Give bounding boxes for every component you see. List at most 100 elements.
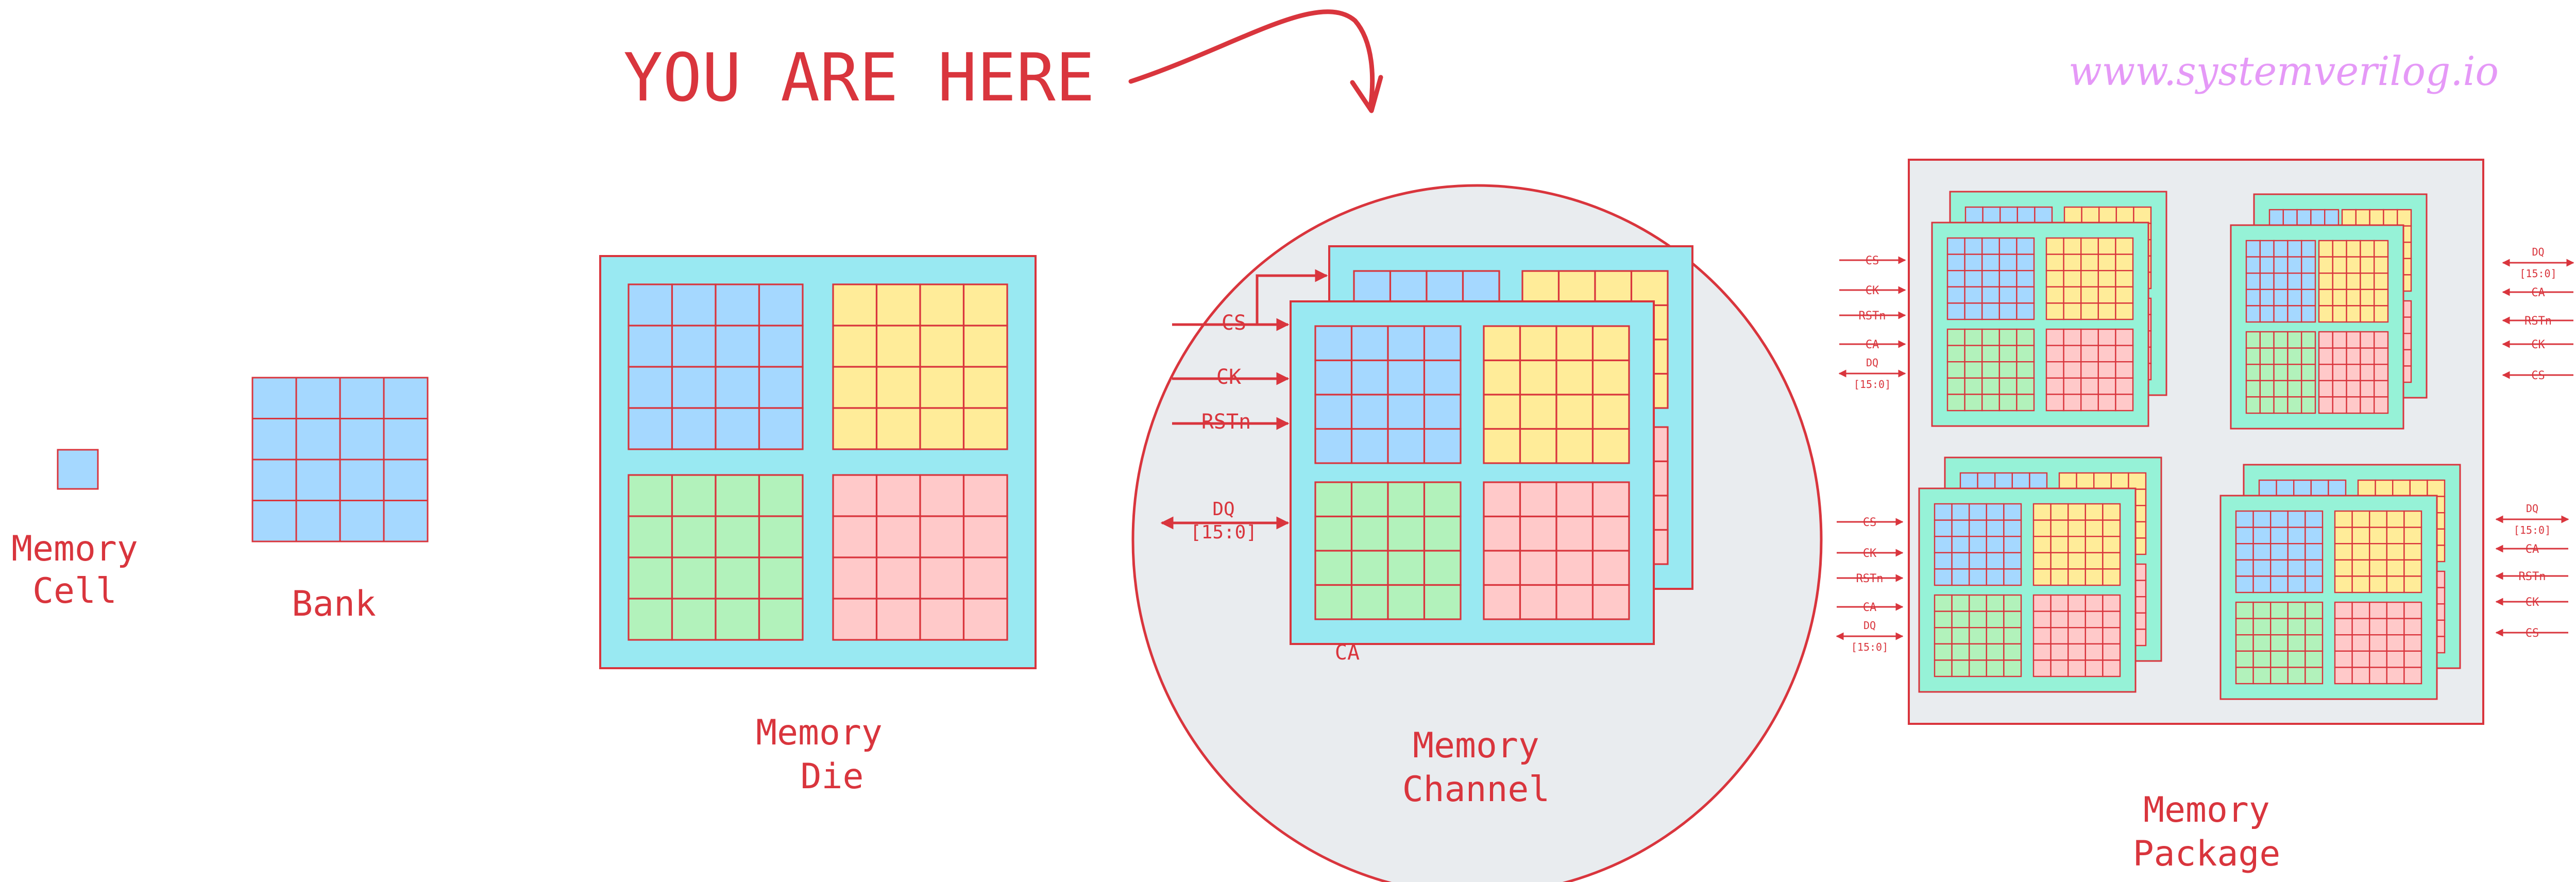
memory-cell <box>2235 618 2254 636</box>
memory-cell <box>1934 535 1953 553</box>
memory-cell <box>2067 535 2086 553</box>
channel-label-line1: Memory <box>1413 725 1539 766</box>
memory-cell <box>2360 256 2375 274</box>
memory-cell <box>2334 542 2353 561</box>
die-label-line2: Die <box>801 756 864 797</box>
memory-cell <box>2287 380 2302 398</box>
memory-cell <box>715 366 760 409</box>
memory-cell <box>1557 270 1596 307</box>
memory-cell <box>2270 634 2289 652</box>
memory-cell <box>2259 256 2275 274</box>
memory-cell <box>1968 594 1987 612</box>
memory-cell <box>1483 325 1521 362</box>
memory-cell <box>2115 253 2134 272</box>
memory-cell <box>1350 359 1389 396</box>
memory-cell <box>1350 515 1389 552</box>
memory-cell <box>1555 359 1594 396</box>
memory-cell <box>1986 594 2005 612</box>
memory-cell <box>2252 527 2272 545</box>
memory-cell <box>2016 377 2035 395</box>
package-die-4 <box>2230 224 2404 430</box>
memory-cell <box>1423 515 1462 552</box>
memory-cell <box>2016 270 2035 288</box>
memory-cell <box>2115 206 2134 224</box>
package-signal-label: [15:0] <box>1851 641 1888 653</box>
channel-die-front <box>1290 300 1655 645</box>
package-signal-label: RSTn <box>2524 315 2552 328</box>
memory-cell <box>1994 472 2013 490</box>
memory-cell <box>758 515 804 558</box>
memory-cell <box>2273 396 2289 414</box>
memory-cell <box>2360 380 2375 398</box>
memory-cell <box>1591 584 1630 620</box>
memory-cell <box>628 474 673 517</box>
memory-cell <box>758 283 804 327</box>
memory-cell <box>2102 594 2121 612</box>
memory-cell <box>1998 270 2018 288</box>
memory-cell <box>2270 601 2289 619</box>
memory-cell <box>2063 253 2082 272</box>
memory-cell <box>2369 618 2388 636</box>
memory-cell <box>1483 550 1521 586</box>
memory-cell <box>1350 394 1389 430</box>
memory-cell <box>2386 650 2405 668</box>
memory-cell <box>758 474 804 517</box>
memory-cell <box>2273 331 2289 349</box>
bank-blue <box>628 283 804 450</box>
memory-cell <box>2304 634 2324 652</box>
bank-yellow <box>832 283 1008 450</box>
memory-cell <box>1387 515 1426 552</box>
memory-cell <box>2301 380 2316 398</box>
memory-cell <box>2287 667 2306 685</box>
memory-cell <box>1594 270 1633 307</box>
memory-cell <box>2235 542 2254 561</box>
memory-cell <box>1389 270 1428 307</box>
memory-cell <box>2063 237 2082 255</box>
memory-cell <box>295 500 341 542</box>
memory-cell <box>1483 481 1521 518</box>
memory-cell <box>2003 643 2022 661</box>
memory-cell <box>2360 364 2375 382</box>
memory-cell <box>2270 510 2289 528</box>
memory-cell <box>2386 527 2405 545</box>
memory-cell <box>1946 345 1965 363</box>
memory-cell <box>2293 479 2312 497</box>
memory-cell <box>2032 610 2052 629</box>
memory-cell <box>962 598 1008 641</box>
memory-cell <box>1951 535 1970 553</box>
memory-cell <box>2318 240 2333 258</box>
memory-cell <box>2383 209 2398 227</box>
bank-yellow <box>2318 240 2389 323</box>
memory-cell <box>758 407 804 450</box>
bank-blue <box>1946 237 2035 320</box>
memory-cell <box>1387 550 1426 586</box>
memory-cell <box>2252 667 2272 685</box>
package-signal-label: CK <box>1863 547 1877 560</box>
memory-cell <box>1946 253 1965 272</box>
memory-cell <box>2304 601 2324 619</box>
memory-cell <box>2351 618 2370 636</box>
memory-cell <box>2332 289 2347 307</box>
memory-cell <box>2287 527 2306 545</box>
memory-cell <box>295 377 341 419</box>
memory-cell <box>2304 575 2324 593</box>
package-signal-label: CK <box>2526 596 2539 609</box>
memory-cell <box>251 500 297 542</box>
memory-cell <box>2115 345 2134 363</box>
memory-cell <box>2287 601 2306 619</box>
memory-cell <box>628 598 673 641</box>
memory-cell <box>2133 206 2152 224</box>
memory-cell <box>2304 667 2324 685</box>
package-signal-label: DQ <box>1866 357 1878 369</box>
memory-cell <box>1423 359 1462 396</box>
memory-cell <box>2334 650 2353 668</box>
memory-cell <box>1519 325 1557 362</box>
memory-cell <box>2270 667 2289 685</box>
memory-cell <box>2301 289 2316 307</box>
memory-cell <box>2016 361 2035 379</box>
memory-cell <box>2102 519 2121 537</box>
memory-cell <box>2003 594 2022 612</box>
memory-cell <box>1964 361 1983 379</box>
bank-blue <box>2245 240 2316 323</box>
memory-cell <box>2374 240 2389 258</box>
